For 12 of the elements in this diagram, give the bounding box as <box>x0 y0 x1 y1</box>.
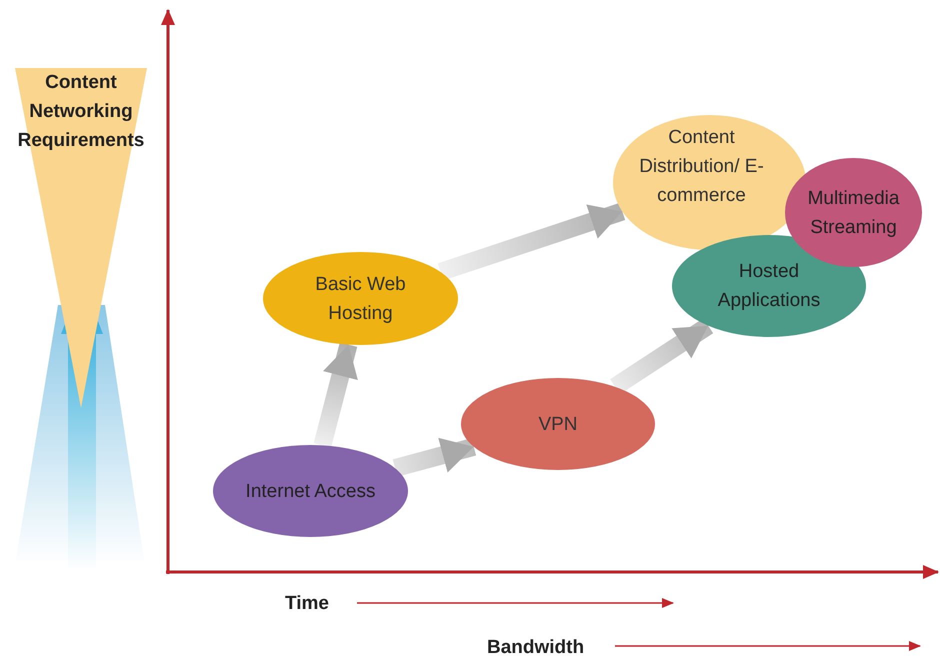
funnel-title: Content Networking Requirements <box>16 71 146 153</box>
node-label: VPN <box>538 412 578 436</box>
arrow <box>392 438 476 477</box>
arrow <box>438 202 626 280</box>
node-label: Basic Web Hosting <box>314 272 407 326</box>
arrow <box>314 342 358 448</box>
node-label: Content Distribution/ E-commerce <box>638 126 765 208</box>
axis-label: Bandwidth <box>487 636 584 658</box>
node-label: Multimedia Streaming <box>806 186 900 240</box>
node-label: Internet Access <box>246 480 376 504</box>
node-label: Hosted Applications <box>716 260 822 313</box>
axis-label: Time <box>285 592 330 616</box>
